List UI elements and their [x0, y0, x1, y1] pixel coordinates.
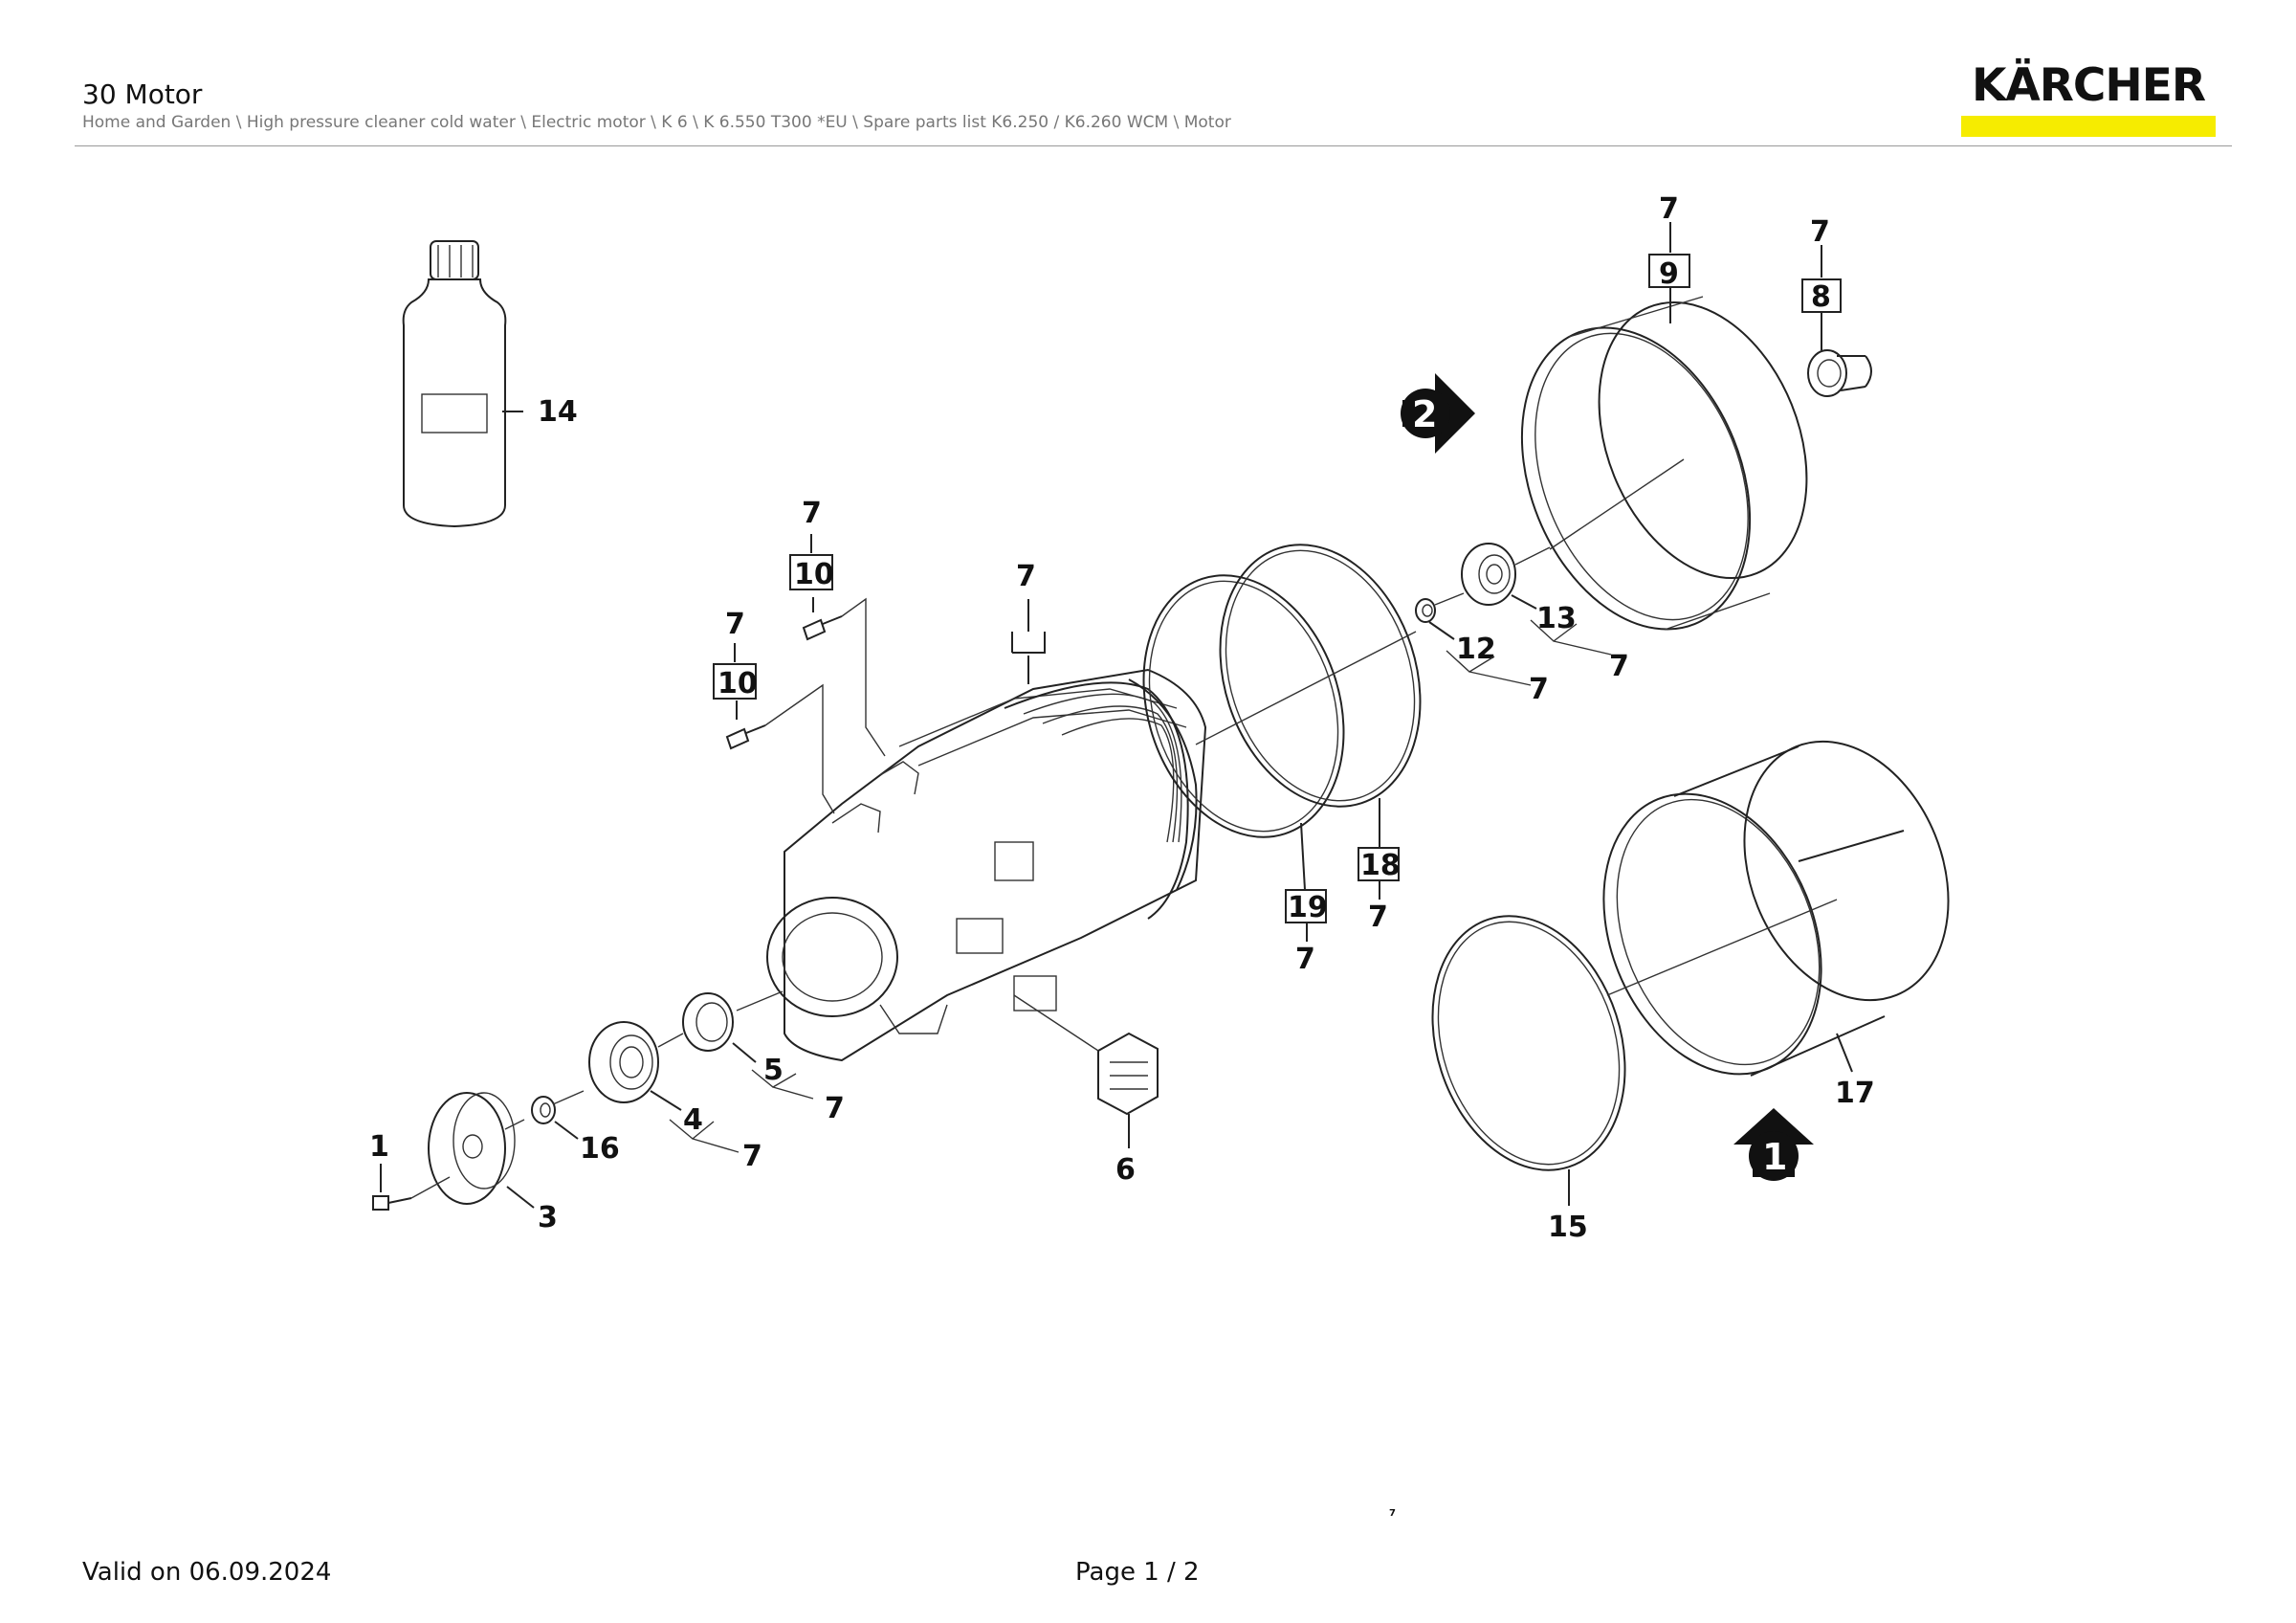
callout-7-part9: 7 [1659, 192, 1679, 226]
karcher-logo: KÄRCHER [1961, 63, 2216, 137]
callout-18: 18 [1360, 849, 1401, 882]
ball-bearing-part-4 [588, 1021, 684, 1111]
logo-text: KÄRCHER [1971, 59, 2206, 112]
callout-7-part8: 7 [1810, 215, 1830, 249]
breadcrumb: Home and Garden \ High pressure cleaner … [82, 113, 1231, 132]
validity-date: Valid on 06.09.2024 [82, 1558, 332, 1587]
variant-arrow-1: 1 [1733, 1108, 1814, 1181]
stray-mark: 7 [1389, 1508, 1396, 1519]
seal-part-5 [682, 990, 784, 1063]
ball-bearing-part-13 [1461, 543, 1551, 610]
callout-15: 15 [1548, 1211, 1588, 1244]
washer-part-16 [531, 1090, 585, 1140]
callout-7-bearing: 7 [742, 1140, 762, 1173]
page-title: 30 Motor [82, 78, 203, 110]
arrow-2-label: 2 [1412, 393, 1437, 435]
bushing-part-8 [1807, 312, 1872, 397]
callout-7-part12: 7 [1529, 673, 1549, 706]
callout-14: 14 [538, 395, 578, 429]
callout-12: 12 [1456, 633, 1496, 666]
bushing-part-12 [1415, 592, 1465, 640]
callout-7-motor: 7 [1016, 560, 1036, 593]
arrow-1-label: 1 [1762, 1136, 1787, 1178]
screw-part-10-upper [802, 597, 886, 757]
callout-10-lower: 10 [718, 667, 758, 700]
callout-7-part13: 7 [1609, 650, 1629, 683]
page-number: Page 1 / 2 [1075, 1558, 1200, 1587]
callout-4: 4 [683, 1103, 703, 1137]
oil-bottle-part-14 [402, 240, 523, 528]
screw-part-1 [372, 1164, 451, 1211]
callout-17: 17 [1835, 1077, 1875, 1110]
callout-10-upper: 10 [794, 558, 834, 591]
brush-block-part-6 [1013, 994, 1159, 1148]
callout-7-ring18: 7 [1368, 900, 1388, 934]
callout-7-screw-lower: 7 [725, 608, 745, 641]
variant-arrow-2: 2 [1401, 373, 1475, 454]
o-ring-part-18 [1195, 544, 1422, 848]
callout-7-ring19: 7 [1295, 943, 1315, 976]
callout-8: 8 [1811, 280, 1831, 314]
screw-part-10-lower [725, 683, 835, 814]
callout-19: 19 [1288, 891, 1328, 924]
callout-16: 16 [580, 1132, 620, 1166]
o-ring-part-19 [1142, 574, 1345, 891]
fan-cover-part-17 [1602, 740, 1950, 1077]
o-ring-part-15 [1431, 915, 1626, 1206]
end-cap-part-3 [428, 1092, 535, 1209]
callout-7-seal: 7 [825, 1092, 845, 1125]
callout-1: 1 [369, 1130, 389, 1164]
callout-6: 6 [1115, 1153, 1136, 1187]
motor-housing-part-7 [766, 599, 1207, 1062]
header-divider [75, 145, 2232, 146]
callout-9: 9 [1659, 257, 1679, 291]
callout-3: 3 [538, 1201, 558, 1234]
callout-5: 5 [763, 1054, 784, 1087]
logo-yellow-bar [1961, 116, 2216, 137]
motor-flange-part-9 [1520, 287, 1808, 631]
callout-7-screw-upper: 7 [802, 497, 822, 530]
